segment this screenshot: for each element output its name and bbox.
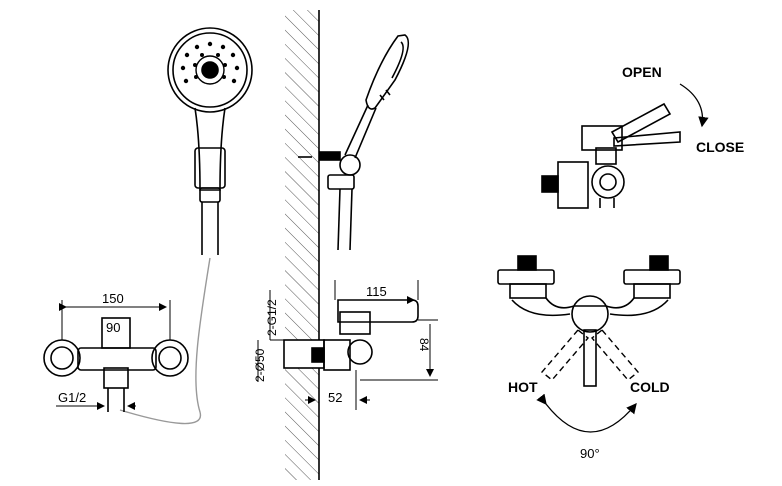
dim-label-g12: G1/2: [58, 390, 86, 405]
dim-label-150: 150: [102, 291, 124, 306]
dim-label-52: 52: [328, 390, 342, 405]
dim-label-115: 115: [366, 284, 387, 299]
label-cold: COLD: [630, 379, 670, 395]
dim-height-84: [360, 319, 438, 381]
open-close-arrow: [679, 83, 709, 128]
hand-shower-side-view: [319, 34, 410, 251]
shower-hose: [119, 257, 211, 425]
dim-depth-115: [334, 280, 419, 304]
label-open: OPEN: [622, 64, 662, 80]
nozzle-dots: [180, 41, 240, 84]
lever-hot-position: [540, 329, 590, 381]
dim-leaders-left: [257, 290, 284, 382]
label-close: CLOSE: [696, 139, 744, 155]
dim-label-84: 84: [417, 338, 431, 352]
dim-label-90: 90: [106, 320, 120, 335]
dim-width-150: [59, 300, 171, 340]
rotation-arrow-90: [536, 393, 637, 433]
mixer-top-view: [497, 255, 681, 387]
lever-detail-view: [541, 102, 681, 209]
label-angle-90: 90°: [580, 446, 600, 461]
dim-label-2g12: 2-G1/2: [265, 299, 279, 336]
lever-cold-position: [590, 329, 640, 381]
label-hot: HOT: [508, 379, 538, 395]
mixer-side-view: [283, 299, 419, 371]
mixer-front-view: [43, 317, 189, 412]
dim-offset-52: [305, 370, 370, 410]
dim-label-2d50: 2-Ø50: [253, 348, 267, 382]
wall-hatching: [285, 10, 319, 480]
hand-shower-front-view: [167, 27, 253, 255]
